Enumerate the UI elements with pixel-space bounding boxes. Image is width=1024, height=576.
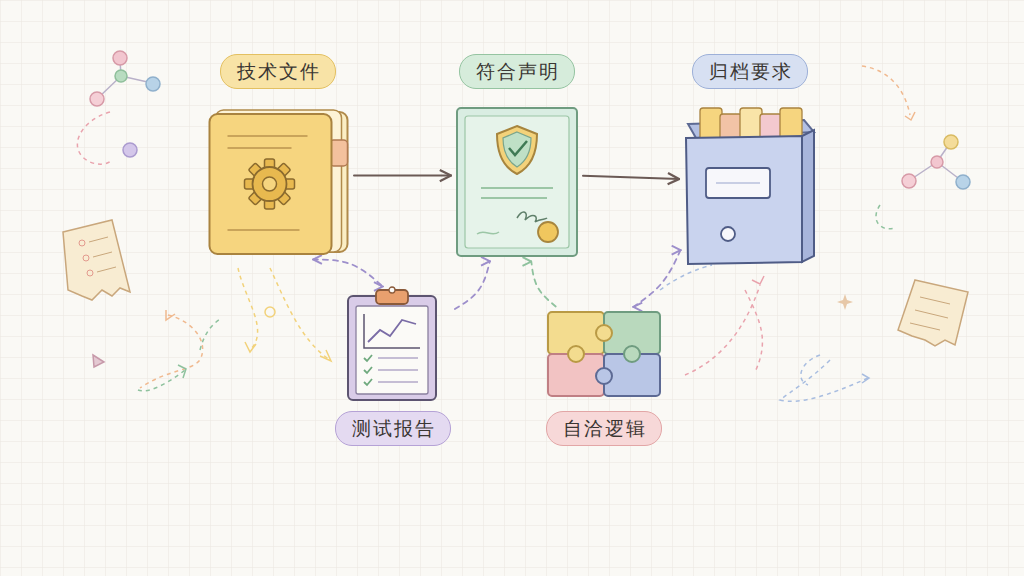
labeled-icon-node: 技术文件 (205, 52, 350, 258)
archive-box-icon (686, 108, 814, 264)
connector-arrow (455, 261, 490, 309)
signature (517, 212, 547, 222)
label-pill: 自洽逻辑 (546, 411, 662, 446)
shield (497, 126, 537, 174)
molecule-right (862, 66, 970, 229)
label-pill: 测试报告 (335, 411, 451, 446)
certificate-sheet (457, 108, 577, 256)
clipboard-board (348, 296, 436, 400)
clipboard-paper (356, 306, 428, 394)
connector-arrow (531, 262, 555, 307)
check-tick (364, 355, 372, 361)
box-label (706, 168, 770, 198)
text-line (481, 187, 553, 189)
report-line (378, 381, 418, 383)
clip-hole (389, 287, 395, 293)
shield-inner (503, 132, 531, 167)
gear-body (253, 167, 287, 201)
cover-line (228, 147, 292, 149)
gear (245, 159, 295, 209)
cover-line (228, 229, 300, 231)
paper-scrap-left (63, 220, 130, 300)
decor-heads (93, 276, 869, 383)
text-line (481, 197, 547, 199)
cover-line (228, 135, 308, 137)
signature (477, 232, 499, 234)
check-tick (364, 367, 372, 373)
puzzle-icon (548, 312, 660, 396)
folder-icon (210, 110, 348, 254)
seal (538, 222, 558, 242)
labeled-icon-node: 测试报告 (333, 288, 453, 450)
checkmark (509, 141, 527, 155)
labeled-icon-node: 符合声明 (455, 52, 579, 258)
gear-hole (263, 177, 277, 191)
label-line (716, 182, 760, 184)
labeled-icon-node: 归档要求 (683, 52, 817, 264)
certificate-icon (457, 108, 577, 256)
puzzle-knob (596, 368, 612, 384)
puzzle-knob (568, 346, 584, 362)
label-pill: 归档要求 (692, 54, 808, 89)
label-pill: 符合声明 (459, 54, 575, 89)
box-front (686, 136, 802, 264)
molecule-left (77, 51, 160, 164)
puzzle-knob (624, 346, 640, 362)
paper-scrap-right (898, 280, 968, 346)
report-line (378, 357, 418, 359)
connector-arrow (583, 176, 679, 179)
report-line (378, 369, 418, 371)
decor-dashes (138, 265, 868, 401)
chart-axis (364, 314, 420, 348)
certificate-border (465, 116, 569, 248)
connector-arrow (313, 259, 383, 286)
label-pill: 技术文件 (220, 54, 336, 89)
clipboard-icon (348, 287, 436, 400)
labeled-icon-node: 自洽逻辑 (543, 310, 665, 450)
chart-line (368, 320, 416, 342)
finger-hole (721, 227, 735, 241)
puzzle-knob (596, 325, 612, 341)
connector-arrow (354, 175, 451, 177)
connector-arrow (633, 250, 680, 307)
box-side (802, 130, 814, 262)
check-tick (364, 379, 372, 385)
folder-cover (210, 114, 332, 254)
